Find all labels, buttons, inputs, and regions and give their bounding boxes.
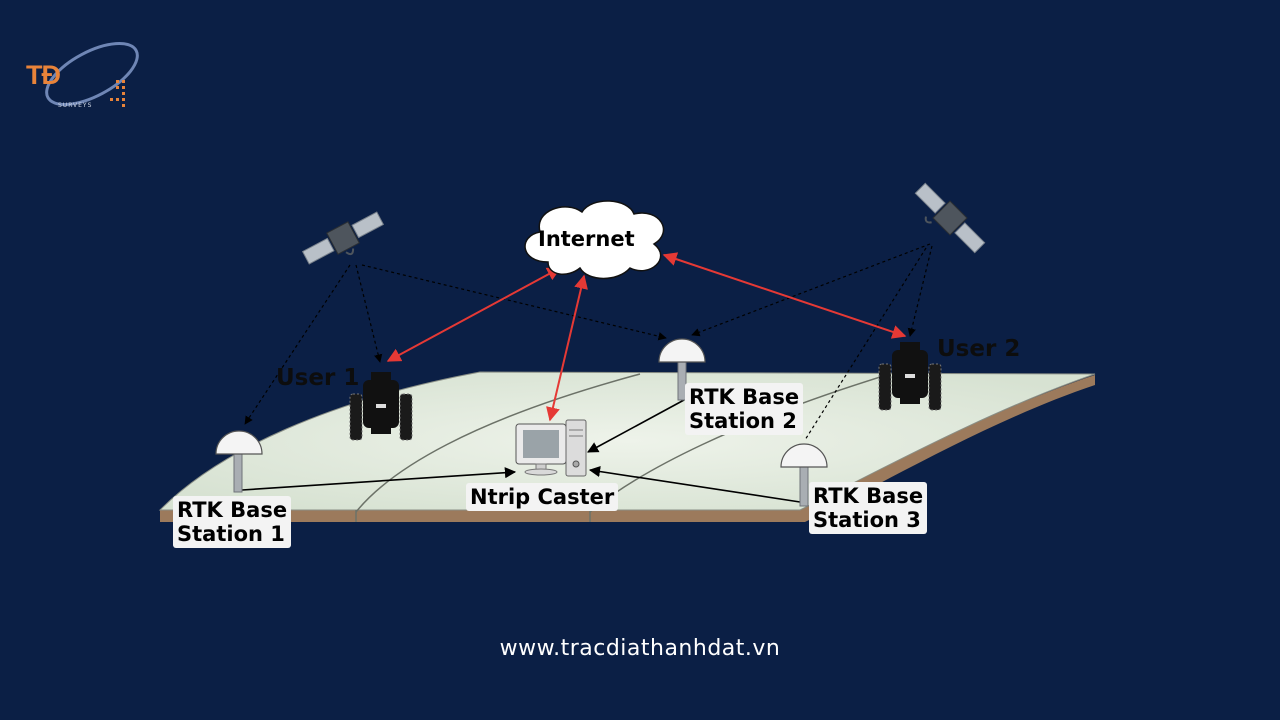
logo-mark: TĐ xyxy=(26,60,61,90)
tractor-icon xyxy=(349,372,413,441)
gnss-antenna-icon xyxy=(658,338,706,401)
website-url: www.tracdiathanhdat.vn xyxy=(499,636,781,661)
user2-label: User 2 xyxy=(937,336,1021,362)
computer-icon xyxy=(515,419,587,477)
base-station-1-line2: Station 1 xyxy=(177,522,285,546)
brand-logo: TĐ SURVEYS xyxy=(22,22,144,118)
gnss-antenna-icon xyxy=(215,430,263,493)
base-station-3-label: RTK Base Station 3 xyxy=(809,482,928,534)
tractor-icon xyxy=(878,342,942,411)
user1-label: User 1 xyxy=(276,365,360,391)
base-station-2-label: RTK Base Station 2 xyxy=(685,383,804,435)
base-station-2-line2: Station 2 xyxy=(689,409,797,433)
logo-swoosh-icon xyxy=(45,42,139,107)
base-station-3-line1: RTK Base xyxy=(813,484,924,508)
satellite-icon xyxy=(914,182,986,254)
base-station-2-line1: RTK Base xyxy=(689,385,800,409)
gnss-antenna-icon xyxy=(780,443,828,507)
base-station-1-line1: RTK Base xyxy=(177,498,288,522)
field-plane xyxy=(158,371,1096,522)
correction-data-links xyxy=(241,399,801,503)
internet-links xyxy=(386,252,907,422)
base-station-3-line2: Station 3 xyxy=(813,508,921,532)
base-station-1-label: RTK Base Station 1 xyxy=(173,496,292,548)
cloud-icon xyxy=(524,200,665,280)
internet-label: Internet xyxy=(538,227,635,251)
logo-tagline: SURVEYS xyxy=(58,102,93,109)
satellite-icon xyxy=(301,211,385,265)
ntrip-caster-label: Ntrip Caster xyxy=(466,483,619,511)
